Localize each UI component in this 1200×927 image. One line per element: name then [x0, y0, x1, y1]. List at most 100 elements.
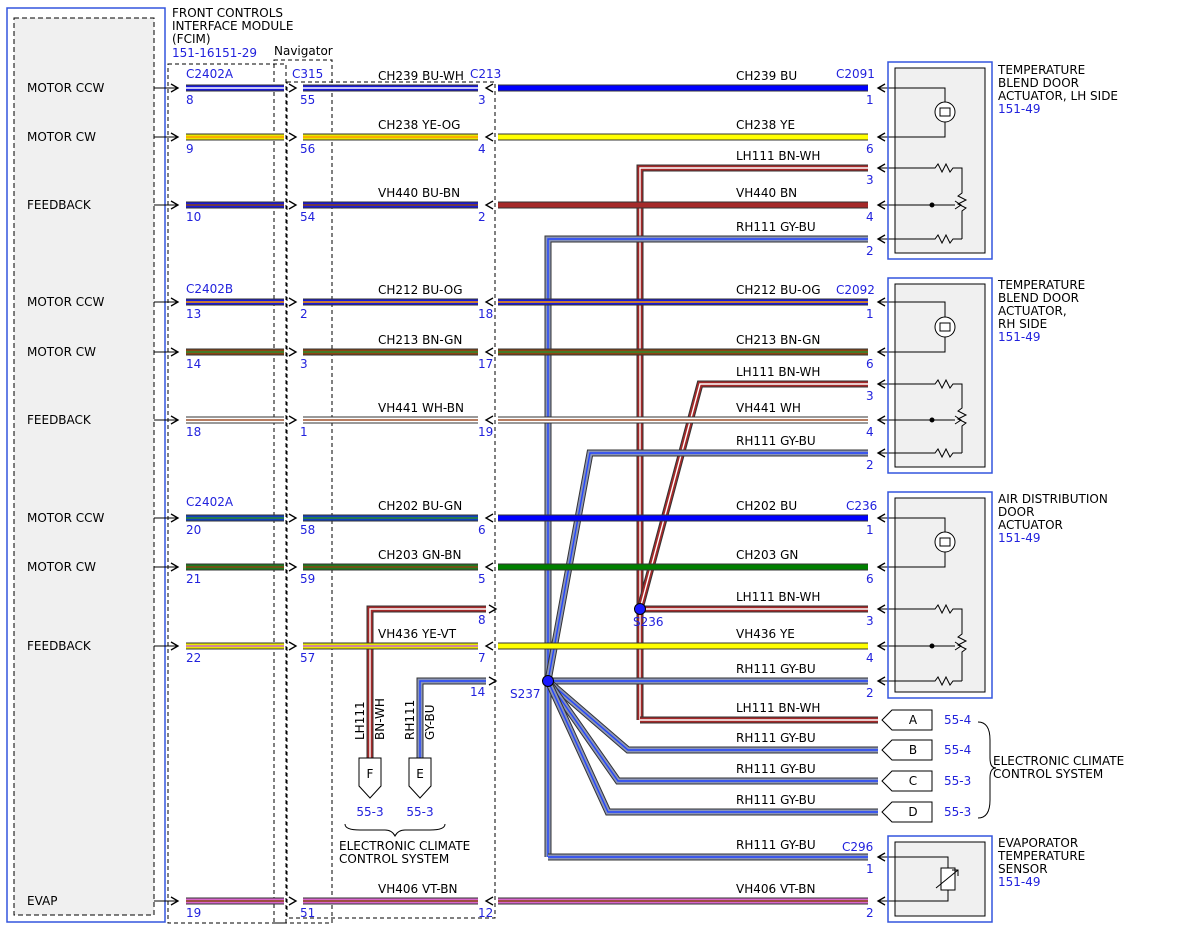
- connector-label-c296: C296: [842, 840, 873, 854]
- motor-mark-rh: [939, 322, 951, 332]
- device-0-ref: 151-49: [998, 102, 1041, 116]
- connector-label-c213: C213: [470, 67, 501, 81]
- wire-rh111-offpage-d-stripe: [547, 680, 878, 813]
- bottom-ref-1: 55-3: [406, 805, 433, 819]
- wiper-dot-rh: [929, 417, 935, 423]
- thermistor-wire-bottom: [895, 890, 949, 902]
- circuit-left-9: VH406 VT-BN: [378, 882, 458, 896]
- bottom-letter-1: E: [416, 767, 424, 781]
- system-label-right-1: ELECTRONIC CLIMATE: [993, 754, 1124, 768]
- arrow-inline-6: [288, 513, 298, 523]
- bottom-color-1: GY-BU: [423, 704, 437, 740]
- feed-pin-10: 1: [866, 862, 874, 876]
- fcim-module-outline: [6, 7, 166, 923]
- wiper-arrow-rh: [954, 415, 962, 425]
- mid-pin-5: 19: [478, 425, 493, 439]
- motor-wire-b-rh: [895, 347, 946, 353]
- offpage-connector-e: [408, 757, 432, 799]
- wiper-arrow-lh: [954, 200, 962, 210]
- device-body-air-dist: [894, 497, 986, 693]
- circuit-right-4: CH213 BN-GN: [736, 333, 820, 347]
- connector-c315-outline: [273, 59, 333, 924]
- device-3-label-0: EVAPORATOR: [998, 836, 1078, 850]
- arrow-mid-5: [484, 415, 494, 425]
- system-label-bottom-2: CONTROL SYSTEM: [339, 852, 449, 866]
- arrow-module-7: [170, 562, 180, 572]
- wire-rh111-offpage-c-stripe: [547, 680, 878, 782]
- device-body-evap: [894, 841, 986, 917]
- signal-label-1: MOTOR CW: [27, 130, 96, 144]
- connector-label-c2402a: C2402A: [186, 67, 234, 81]
- arrow-mid-3: [484, 297, 494, 307]
- feed-pin-2: 3: [866, 389, 874, 403]
- motor-icon-air: [934, 531, 956, 553]
- connector-c213-outline: [286, 81, 496, 919]
- inline-pin-1: 56: [300, 142, 315, 156]
- arrow-module-3: [170, 297, 180, 307]
- mid-pin-7: 5: [478, 572, 486, 586]
- device-1-label-0: TEMPERATURE: [997, 278, 1085, 292]
- arrow-mid-7: [484, 562, 494, 572]
- feed-circuit-7: RH111 GY-BU: [736, 731, 816, 745]
- signal-label-7: MOTOR CW: [27, 560, 96, 574]
- signal-label-8: FEEDBACK: [27, 639, 92, 653]
- connector-label-c2091: C2091: [836, 67, 875, 81]
- wire-rh111-rh-blend-stripe: [547, 452, 868, 682]
- feed-circuit-6: LH111 BN-WH: [736, 701, 820, 715]
- circuit-left-7: CH203 GN-BN: [378, 548, 462, 562]
- resistor-top-lh: [895, 162, 968, 239]
- arrow-mid-6: [484, 513, 494, 523]
- left-pin-2: 10: [186, 210, 201, 224]
- circuit-left-5: VH441 WH-BN: [378, 401, 464, 415]
- bottom-letter-0: F: [367, 767, 374, 781]
- arrow-inline-2: [288, 200, 298, 210]
- feed-pin-1: 2: [866, 244, 874, 258]
- thermistor-wire-top: [895, 856, 949, 868]
- circuit-right-5: VH441 WH: [736, 401, 801, 415]
- arrow-inline-1: [288, 132, 298, 142]
- offpage-ref-3: 55-3: [944, 805, 971, 819]
- fcim-title-line-3: (FCIM): [172, 32, 211, 46]
- device-0-label-0: TEMPERATURE: [997, 63, 1085, 77]
- arrow-mid-4: [484, 347, 494, 357]
- device-1-label-1: BLEND DOOR: [998, 291, 1079, 305]
- motor-mark-lh: [939, 107, 951, 117]
- inline-pin-2: 54: [300, 210, 315, 224]
- circuit-left-2: VH440 BU-BN: [378, 186, 460, 200]
- offpage-letter-2: C: [909, 774, 917, 788]
- circuit-left-6: CH202 BU-GN: [378, 499, 462, 513]
- connector-label-c2402b: C2402B: [186, 282, 233, 296]
- wire-rh111-offpage-b-outline: [545, 678, 878, 754]
- mid-pin-1: 4: [478, 142, 486, 156]
- inline-pin-6: 58: [300, 523, 315, 537]
- inline-pin-8: 57: [300, 651, 315, 665]
- left-pin-1: 9: [186, 142, 194, 156]
- circuit-left-4: CH213 BN-GN: [378, 333, 462, 347]
- motor-icon-lh: [934, 101, 956, 123]
- fcim-module-body: [13, 17, 155, 916]
- device-box-lh-blend: [887, 61, 993, 260]
- circuit-right-1: CH238 YE: [736, 118, 795, 132]
- device-1-label-2: ACTUATOR,: [998, 304, 1067, 318]
- arrow-mid-lh111: [488, 604, 498, 614]
- connector-label-c2092: C2092: [836, 283, 875, 297]
- bottom-color-0: BN-WH: [373, 698, 387, 740]
- arrow-module-1: [170, 132, 180, 142]
- device-2-label-0: AIR DISTRIBUTION: [998, 492, 1108, 506]
- system-brace-right: [977, 721, 997, 819]
- motor-wire-b-air: [895, 562, 946, 568]
- resistor-bottom-rh: [895, 447, 962, 459]
- device-0-label-2: ACTUATOR, LH SIDE: [998, 89, 1118, 103]
- left-pin-3: 13: [186, 307, 201, 321]
- offpage-connector-d: [881, 801, 933, 823]
- feed-circuit-2: LH111 BN-WH: [736, 365, 820, 379]
- device-3-ref: 151-49: [998, 875, 1041, 889]
- motor-wire-b-lh: [895, 132, 946, 138]
- wire-lh111-offpage-f-stripe: [369, 608, 486, 760]
- mid-pin-9: 12: [478, 906, 493, 920]
- thermistor-icon: [940, 867, 956, 891]
- arrow-module-2: [170, 200, 180, 210]
- wire-rh111-offpage-b-stripe: [547, 680, 878, 751]
- arrow-inline-8: [288, 641, 298, 651]
